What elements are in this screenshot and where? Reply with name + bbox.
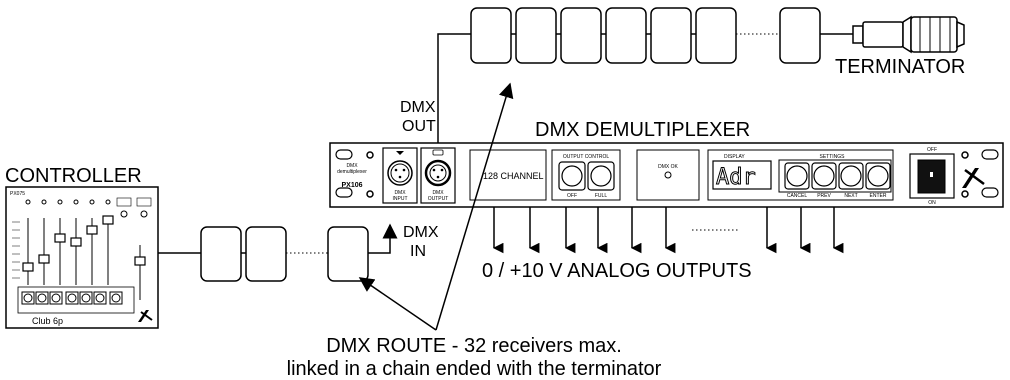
enter-button-label: ENTER	[870, 193, 887, 199]
dmx-route-callout-arrows	[358, 82, 514, 331]
full-button-label: FULL	[595, 193, 607, 199]
brand-logo-icon	[138, 310, 153, 322]
dmx-in-chain	[158, 223, 398, 282]
demux-brand-logo-icon	[962, 168, 985, 188]
dmx-in-label-line1: DMX	[403, 224, 439, 241]
output-control-label: OUTPUT CONTROL	[563, 154, 610, 160]
demux-brand-line1: DMX	[346, 163, 358, 169]
prev-button-label: PREV	[817, 193, 831, 199]
demux-title: DMX DEMULTIPLEXER	[535, 119, 750, 141]
dmx-route-text-line2: linked in a chain ended with the termina…	[287, 358, 662, 380]
demux-model: PX106	[341, 182, 362, 189]
dmx-input-label: DMX	[394, 190, 406, 196]
channel-count: 128 CHANNEL	[483, 171, 544, 181]
dmx-ok-led-icon	[664, 171, 672, 179]
dmx-out-label-line1: DMX	[400, 99, 436, 116]
dmx-output-label-2: OUTPUT	[428, 196, 449, 202]
next-button-label: NEXT	[844, 193, 857, 199]
dmx-in-label-line2: IN	[410, 243, 426, 260]
power-off-label: OFF	[927, 147, 937, 153]
controller-model: PX075	[10, 191, 25, 197]
off-button-label: OFF	[567, 193, 577, 199]
dmx-ok-label: DMX OK	[658, 164, 678, 170]
dmx-route-text-line1: DMX ROUTE - 32 receivers max.	[326, 335, 622, 357]
dmx-output-label: DMX	[432, 190, 444, 196]
power-on-label: ON	[928, 200, 936, 206]
settings-label: SETTINGS	[819, 154, 845, 160]
dmx-input-label-2: INPUT	[393, 196, 408, 202]
terminator-label: TERMINATOR	[835, 56, 965, 78]
dmx-out-chain	[437, 7, 853, 143]
controller-device: PX075	[5, 186, 159, 329]
controller-brand: Club 6p	[32, 316, 63, 326]
controller-label: CONTROLLER	[5, 165, 142, 187]
display-value: Adr	[716, 165, 756, 190]
cancel-button-label: CANCEL	[787, 193, 808, 199]
analog-outputs-label: 0 / +10 V ANALOG OUTPUTS	[482, 260, 752, 282]
dmx-out-label-line2: OUT	[402, 118, 436, 135]
analog-output-arrows	[492, 207, 844, 254]
demultiplexer-device: DMX demultiplexer PX106 DMX INPUT DMX OU…	[329, 142, 1004, 208]
terminator-plug-icon	[852, 15, 965, 54]
demux-brand-line2: demultiplexer	[337, 169, 367, 175]
display-label: DISPLAY	[724, 154, 745, 160]
